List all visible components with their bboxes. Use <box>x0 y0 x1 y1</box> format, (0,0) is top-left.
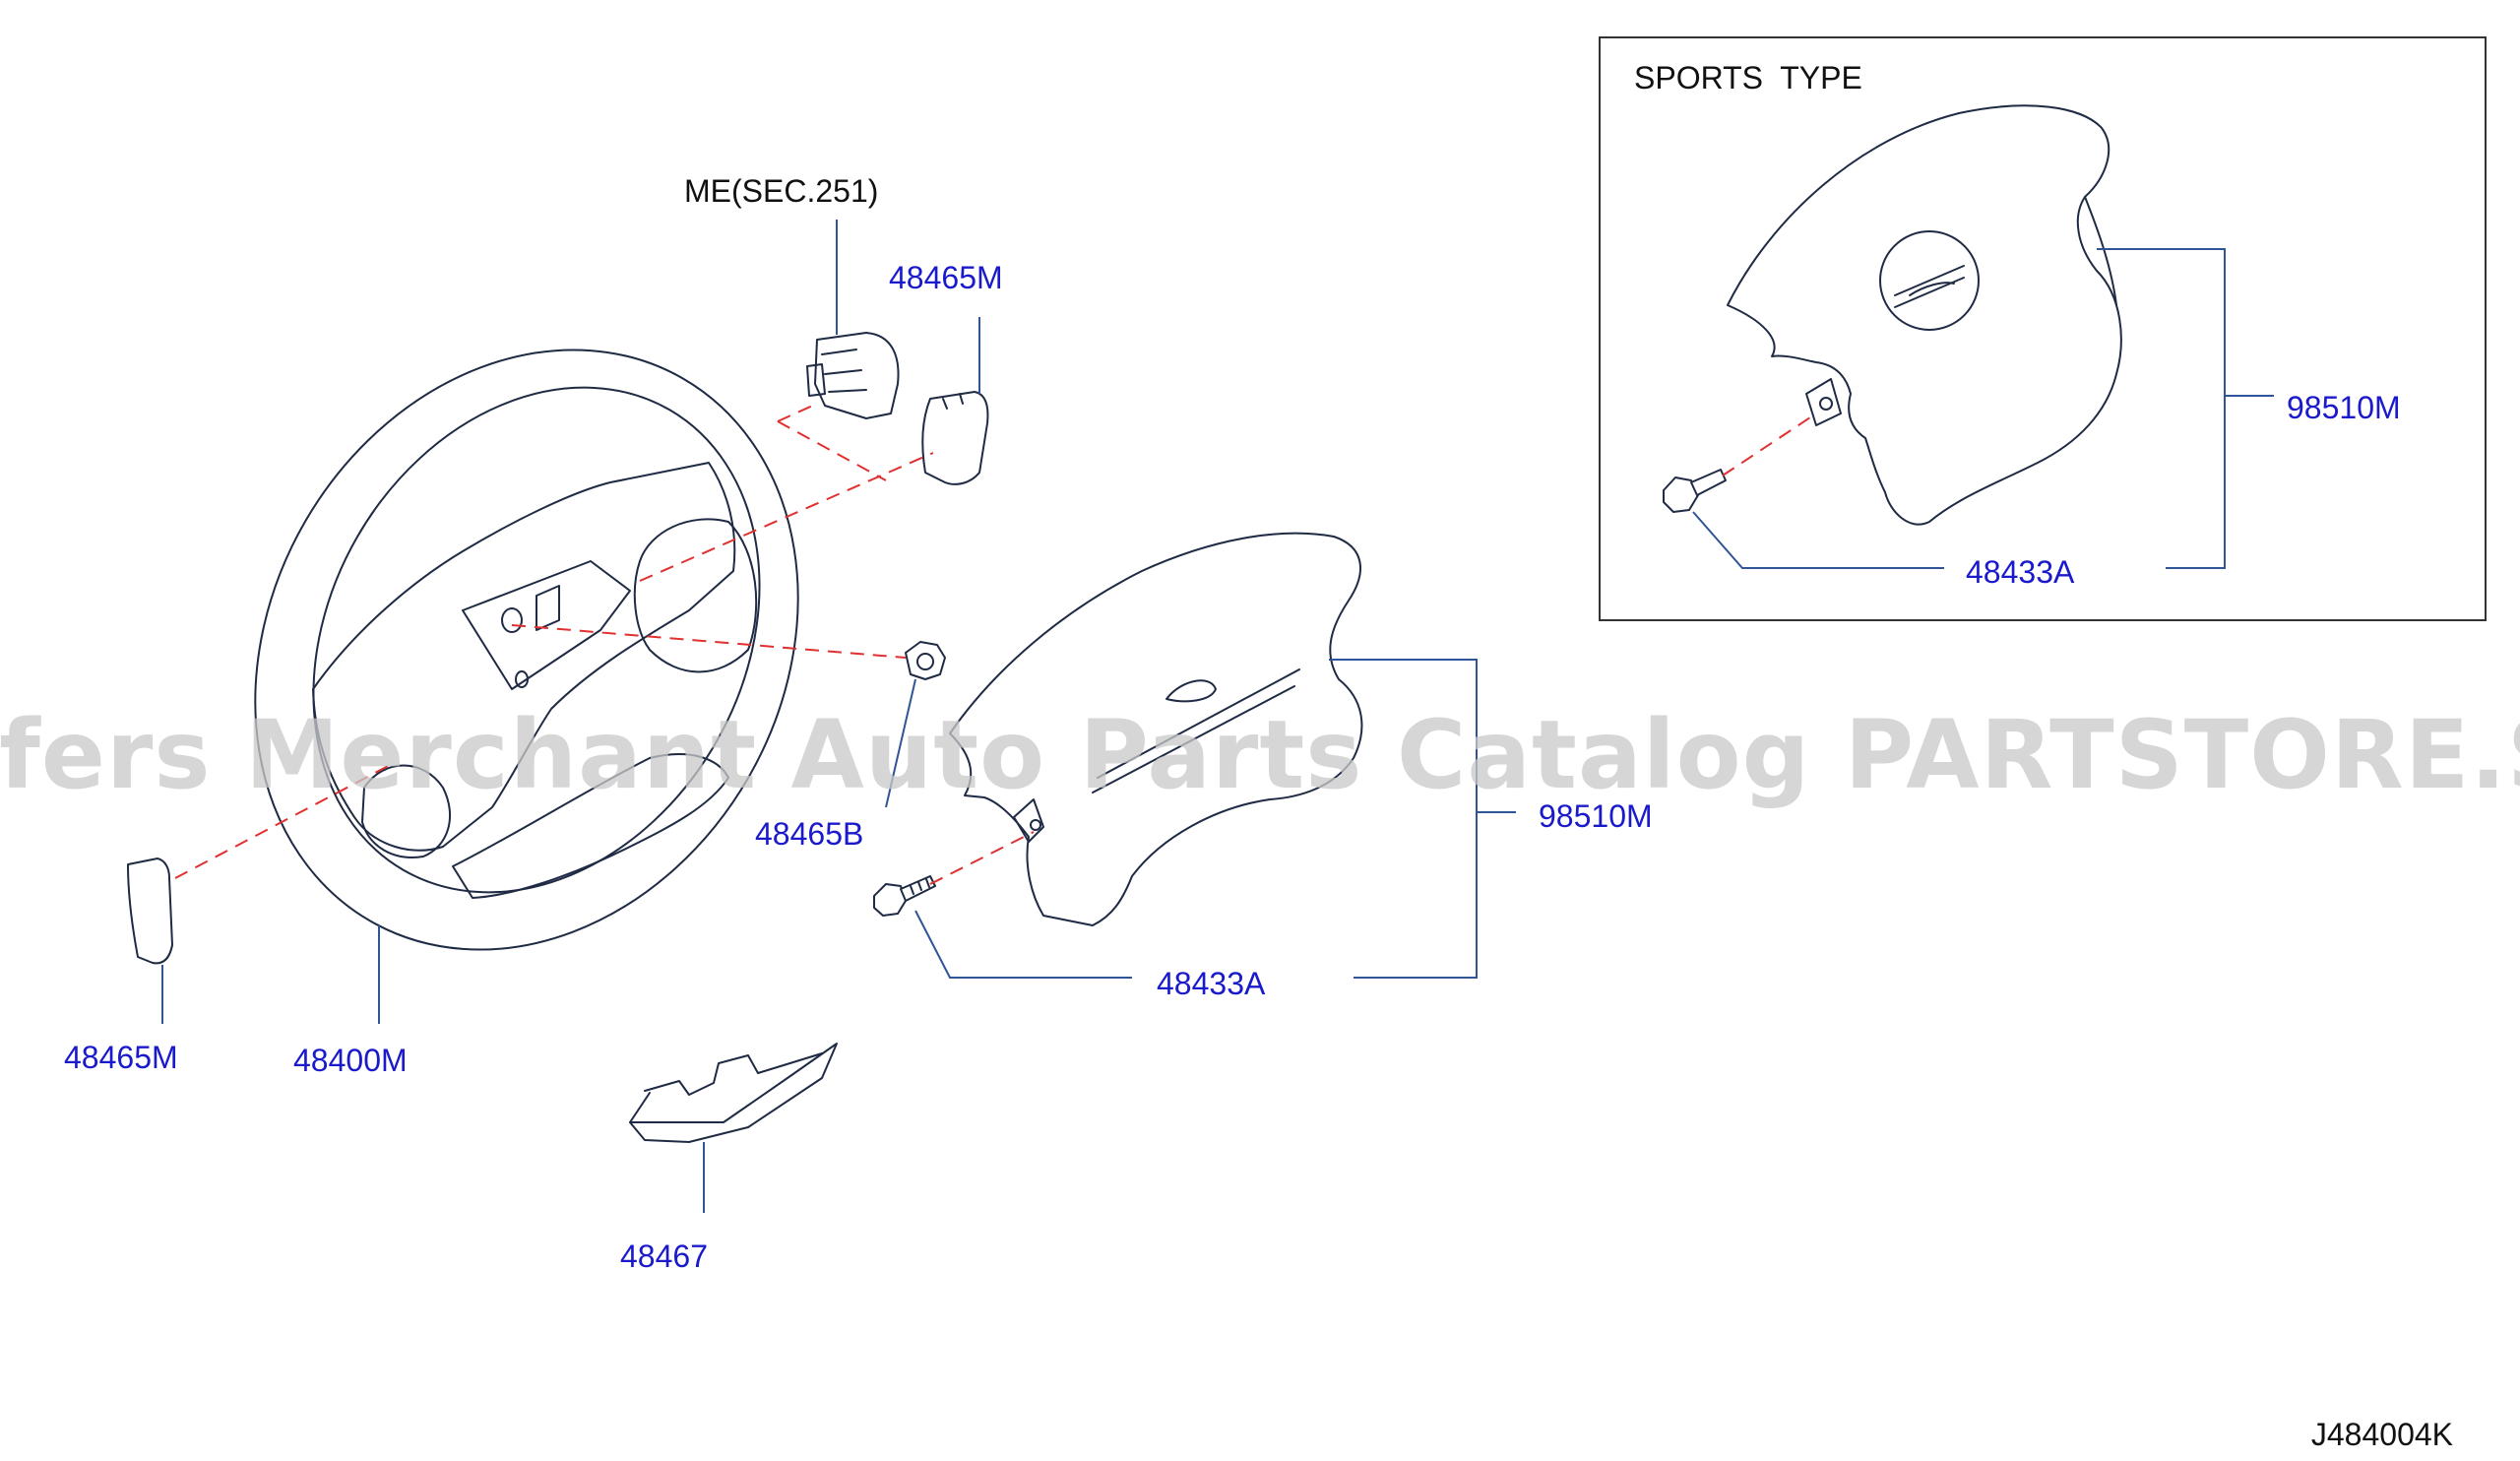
bolt-drawing <box>873 875 936 917</box>
callout-nut[interactable]: 48465B <box>755 816 863 852</box>
callout-inset-bolt[interactable]: 48433A <box>1966 554 2075 590</box>
sports-type-inset-frame <box>1599 36 2487 621</box>
switch-cover-top-drawing <box>921 391 989 485</box>
steering-wheel-drawing <box>254 349 799 951</box>
bracket-drawing <box>629 1043 838 1143</box>
inset-dashed-line <box>1722 413 1817 476</box>
switch-unit-drawing <box>806 332 900 419</box>
reference-note: ME(SEC.251) <box>684 173 878 209</box>
leader-lines-main <box>161 220 1516 1213</box>
inset-airbag-module-drawing <box>1727 104 2122 526</box>
watermark-text: Offers Merchant Auto Parts Catalog PARTS… <box>0 700 2520 810</box>
airbag-module-drawing <box>949 532 1363 926</box>
callout-bracket[interactable]: 48467 <box>620 1239 708 1274</box>
diagram-code: J484004K <box>2311 1417 2453 1452</box>
callout-steering-wheel[interactable]: 48400M <box>293 1043 408 1078</box>
leader-lines-inset <box>1692 248 2274 569</box>
switch-cover-left-drawing <box>127 858 173 965</box>
inset-title: SPORTS TYPE <box>1634 60 1862 95</box>
callout-bolt[interactable]: 48433A <box>1157 966 1266 1001</box>
nut-drawing <box>905 641 946 680</box>
callout-switch-cover-left[interactable]: 48465M <box>64 1040 178 1075</box>
callout-airbag-module[interactable]: 98510M <box>1539 798 1653 834</box>
callout-inset-airbag-module[interactable]: 98510M <box>2287 390 2401 425</box>
assembly-dashed-lines <box>174 403 1035 885</box>
inset-bolt-drawing <box>1663 469 1727 513</box>
callout-switch-cover-top[interactable]: 48465M <box>889 260 1003 295</box>
